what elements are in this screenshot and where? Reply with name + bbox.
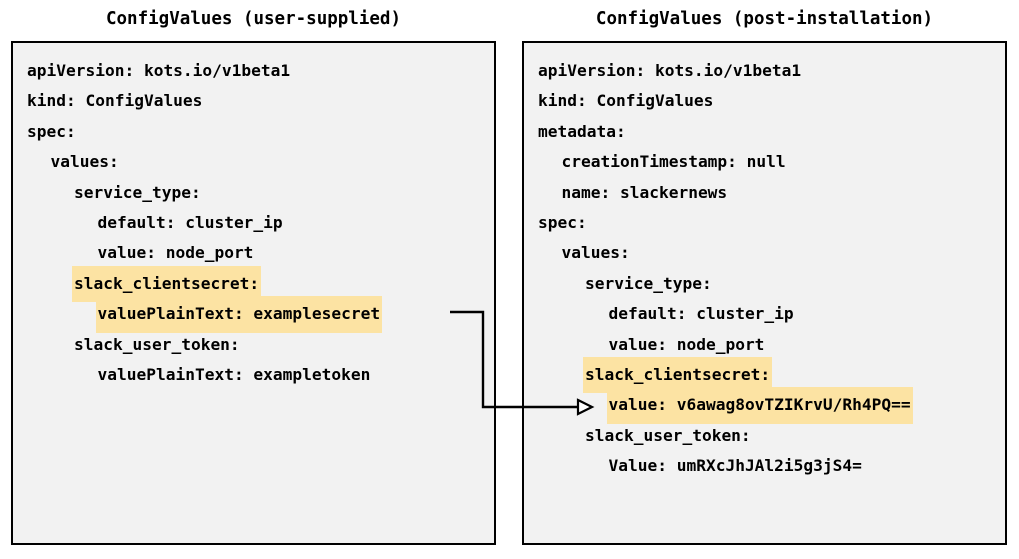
yaml-text: apiVersion: kots.io/v1beta1 (27, 61, 291, 80)
yaml-text: spec: (538, 212, 587, 232)
yaml-line: value: node_port (13, 235, 494, 265)
yaml-line: service_type: (524, 266, 1005, 296)
yaml-text: value: node_port (608, 334, 765, 354)
yaml-text: service_type: (585, 273, 712, 293)
yaml-line: valuePlainText: examplesecret (13, 296, 494, 333)
yaml-text: slack_user_token: (74, 334, 240, 354)
yaml-text: default: cluster_ip (608, 304, 794, 324)
yaml-line: Value: umRXcJhJAl2i5g3jS4= (524, 448, 1005, 478)
yaml-line: default: cluster_ip (524, 296, 1005, 326)
yaml-line: values: (524, 235, 1005, 265)
yaml-text: name: slackernews (561, 182, 728, 202)
yaml-line: value: v6awag8ovTZIKrvU/Rh4PQ== (524, 387, 1005, 424)
yaml-line: service_type: (13, 175, 494, 205)
yaml-text: kind: ConfigValues (27, 91, 203, 111)
yaml-code-block-post-installation: apiVersion: kots.io/v1beta1 kind: ConfigV… (524, 43, 1005, 543)
yaml-line: value: node_port (524, 327, 1005, 357)
config-values-panel-post-installation: apiVersion: kots.io/v1beta1 kind: ConfigV… (522, 41, 1007, 545)
yaml-line: values: (13, 144, 494, 174)
yaml-line: default: cluster_ip (13, 205, 494, 235)
yaml-line: name: slackernews (524, 175, 1005, 205)
yaml-text: values: (50, 152, 119, 172)
yaml-text-highlighted: slack_clientsecret: (583, 356, 773, 394)
yaml-text-highlighted: slack_clientsecret: (72, 265, 262, 303)
yaml-line: spec: (13, 114, 494, 144)
panel-title-user-supplied: ConfigValues (user-supplied) (105, 9, 401, 29)
yaml-line: valuePlainText: exampletoken (13, 357, 494, 387)
yaml-text-highlighted: valuePlainText: examplesecret (95, 296, 383, 333)
yaml-text: service_type: (74, 182, 201, 202)
yaml-text: kind: ConfigValues (538, 91, 714, 111)
yaml-line: kind: ConfigValues (13, 83, 494, 113)
yaml-line: slack_clientsecret: (13, 265, 494, 303)
yaml-line: kind: ConfigValues (524, 83, 1005, 113)
yaml-line: slack_user_token: (524, 418, 1005, 448)
config-values-panel-user-supplied: apiVersion: kots.io/v1beta1 kind: ConfigV… (11, 41, 496, 545)
yaml-text: apiVersion: kots.io/v1beta1 (538, 61, 802, 80)
yaml-line: slack_user_token: (13, 327, 494, 357)
yaml-line: apiVersion: kots.io/v1beta1 (13, 53, 494, 83)
yaml-text: slack_user_token: (585, 425, 751, 445)
yaml-line: apiVersion: kots.io/v1beta1 (524, 53, 1005, 83)
yaml-text: creationTimestamp: null (561, 152, 786, 172)
yaml-line: slack_clientsecret: (524, 356, 1005, 394)
yaml-text: values: (561, 243, 630, 263)
yaml-text: default: cluster_ip (97, 212, 283, 232)
yaml-text: metadata: (538, 121, 626, 141)
yaml-line: metadata: (524, 114, 1005, 144)
yaml-text: Value: umRXcJhJAl2i5g3jS4= (608, 456, 862, 476)
panel-title-post-installation: ConfigValues (post-installation) (595, 9, 934, 29)
yaml-text: spec: (27, 121, 76, 141)
yaml-text: valuePlainText: exampletoken (97, 364, 371, 384)
yaml-text: value: node_port (97, 243, 254, 263)
yaml-text-highlighted: value: v6awag8ovTZIKrvU/Rh4PQ== (606, 387, 913, 424)
yaml-line: spec: (524, 205, 1005, 235)
yaml-line: creationTimestamp: null (524, 144, 1005, 174)
yaml-code-block-user-supplied: apiVersion: kots.io/v1beta1 kind: ConfigV… (13, 43, 494, 543)
